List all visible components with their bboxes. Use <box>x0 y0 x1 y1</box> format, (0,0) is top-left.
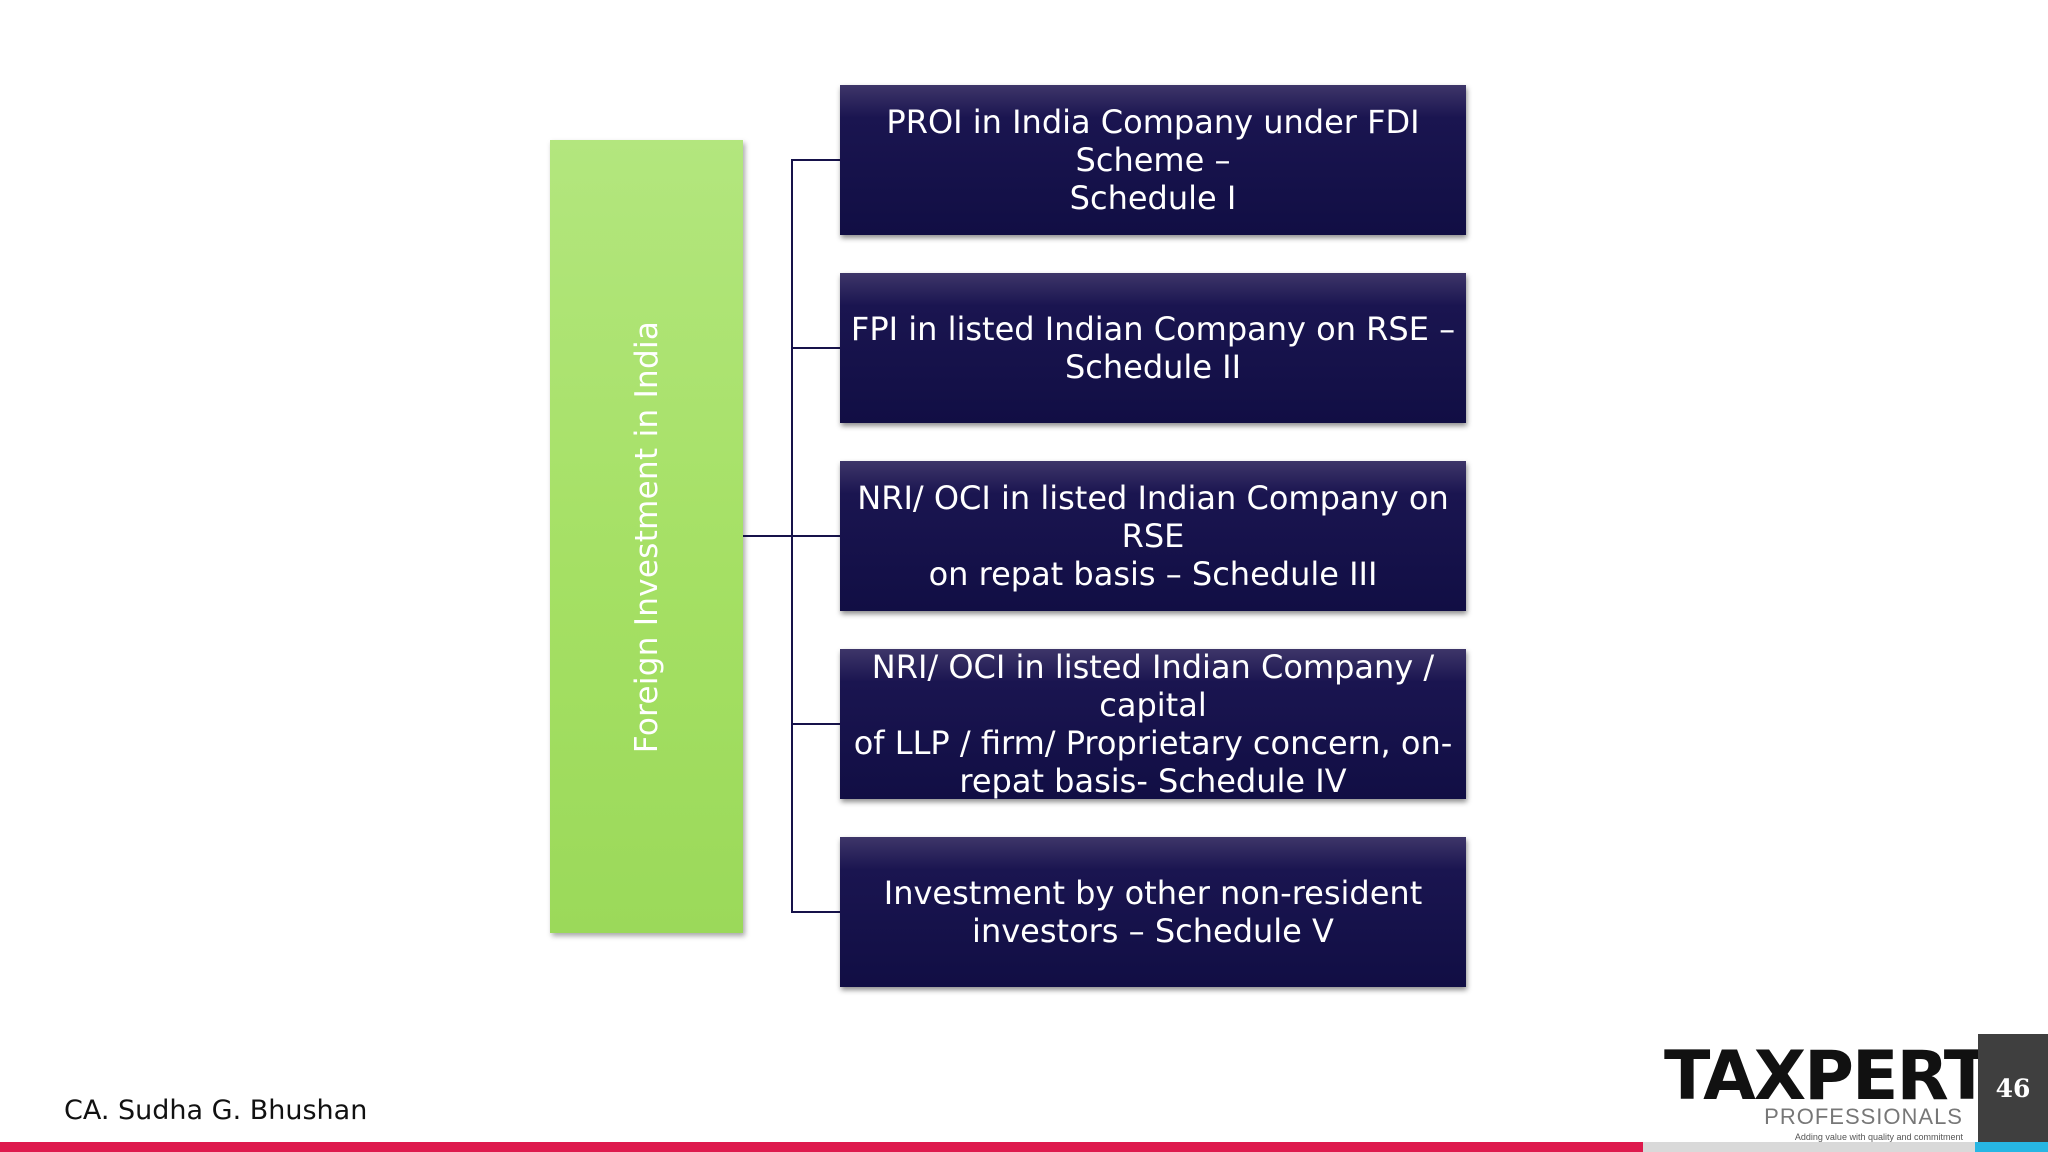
child-node-schedule-2: FPI in listed Indian Company on RSE – Sc… <box>840 273 1466 423</box>
child-node-schedule-4: NRI/ OCI in listed Indian Company / capi… <box>840 648 1466 800</box>
root-node: Foreign Investment in India <box>550 140 743 933</box>
child-node-schedule-5: Investment by other non-resident investo… <box>840 837 1466 987</box>
child-node-label: Investment by other non-resident investo… <box>883 874 1423 950</box>
taxpert-logo: TAXPERT PROFESSIONALS Adding value with … <box>1660 1040 1990 1144</box>
logo-tagline: Adding value with quality and commitment <box>1794 1132 1963 1142</box>
footer-bar-blue <box>1975 1142 2048 1152</box>
page-number: 46 <box>1978 1034 2048 1142</box>
child-node-label: NRI/ OCI in listed Indian Company / capi… <box>853 648 1453 800</box>
footer-bar-grey <box>1643 1142 1975 1152</box>
child-node-label: NRI/ OCI in listed Indian Company on RSE… <box>857 479 1449 593</box>
child-node-schedule-3: NRI/ OCI in listed Indian Company on RSE… <box>840 461 1466 611</box>
author-name: CA. Sudha G. Bhushan <box>64 1095 368 1126</box>
child-node-label: PROI in India Company under FDI Scheme –… <box>886 103 1420 217</box>
child-node-schedule-1: PROI in India Company under FDI Scheme –… <box>840 85 1466 235</box>
logo-wordmark: TAXPERT <box>1664 1037 1990 1116</box>
child-node-label: FPI in listed Indian Company on RSE – Sc… <box>850 310 1456 386</box>
footer-bar-red <box>0 1142 1643 1152</box>
logo-subtitle: PROFESSIONALS <box>1764 1104 1963 1129</box>
